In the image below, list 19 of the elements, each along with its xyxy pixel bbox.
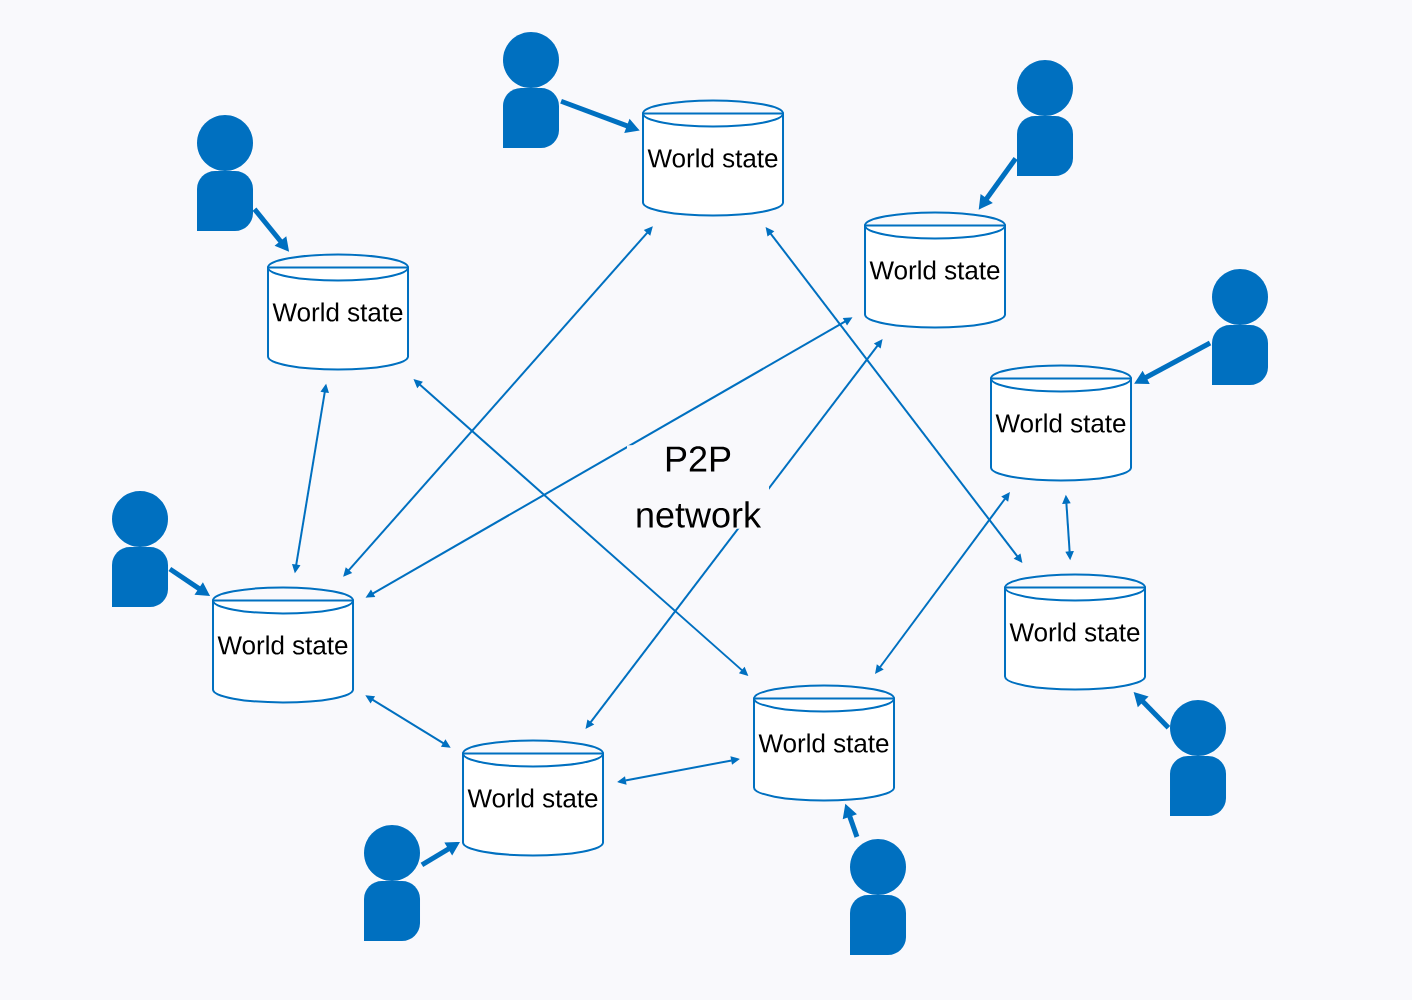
cylinder: World state — [864, 211, 1006, 329]
person-icon — [364, 825, 420, 941]
person-icon — [197, 115, 253, 231]
person-icon — [1017, 60, 1073, 176]
cylinder: World state — [267, 253, 409, 371]
person-icon — [112, 491, 168, 607]
cylinder: World state — [642, 99, 784, 217]
person-icon — [850, 839, 906, 955]
cylinder: World state — [753, 684, 895, 802]
person-icon — [503, 32, 559, 148]
person-icon — [1212, 269, 1268, 385]
cylinder: World state — [462, 739, 604, 857]
arrow — [585, 339, 883, 729]
cylinder: World state — [990, 364, 1132, 482]
arrow — [875, 492, 1010, 674]
cylinder: World state — [1004, 573, 1146, 691]
network-label: P2P network — [627, 445, 769, 529]
cylinder: World state — [212, 586, 354, 704]
person-icon — [1170, 700, 1226, 816]
